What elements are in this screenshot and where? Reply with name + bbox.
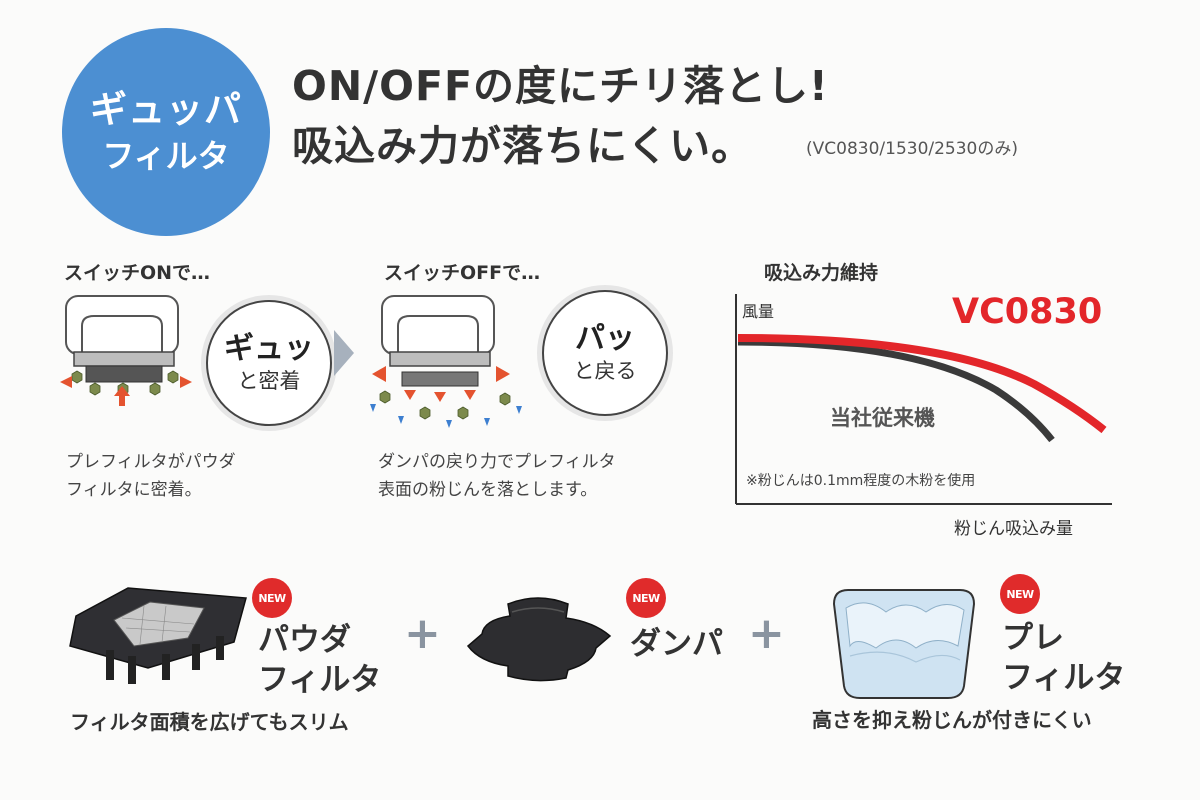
powder-filter-image — [69, 587, 247, 684]
step-on-desc: プレフィルタがパウダ フィルタに密着。 — [66, 448, 236, 504]
step-on-title: スイッチONで… — [64, 262, 211, 284]
powder-name-line2: フィルタ — [258, 662, 382, 698]
new-badge-damper: NEW — [626, 578, 666, 618]
prefilter-name-line2: フィルタ — [1002, 660, 1126, 696]
damper-image — [466, 597, 612, 682]
plus-sign-2: + — [748, 608, 785, 659]
curve-legacy — [737, 338, 1055, 443]
pa-text: パッ — [575, 321, 635, 356]
filter-off-illustration — [370, 295, 522, 428]
damper-name: ダンパ — [630, 626, 723, 662]
chart-note: ※粉じんは0.1mm程度の木粉を使用 — [746, 473, 976, 489]
series-vc0830-label: VC0830 — [952, 292, 1103, 332]
chevron-right-icon — [334, 330, 354, 376]
badge-line1: ギュッパ — [90, 88, 242, 131]
new-badge-prefilter: NEW — [1000, 574, 1040, 614]
filter-on-illustration — [60, 295, 192, 406]
pa-circle: パッ と戻る — [542, 290, 668, 416]
chart-ylabel: 風量 — [742, 302, 775, 321]
chart-xlabel: 粉じん吸込み量 — [954, 519, 1073, 539]
contact-text: と密着 — [237, 369, 301, 393]
prefilter-desc: 高さを抑え粉じんが付きにくい — [812, 708, 1092, 732]
curve-vc0830 — [737, 334, 1107, 434]
headline-line1: ON/OFFの度にチリ落とし! — [292, 62, 829, 110]
prefilter-name: プレ フィルタ — [1002, 618, 1125, 698]
suction-chart — [735, 294, 1112, 505]
powder-filter-name: パウダ フィルタ — [258, 620, 381, 700]
step-off-desc: ダンパの戻り力でプレフィルタ 表面の粉じんを落とします。 — [378, 448, 616, 504]
step-on-desc-line1: プレフィルタがパウダ — [66, 452, 236, 472]
gyuppa-filter-badge: ギュッパ フィルタ — [62, 28, 270, 236]
gyu-circle: ギュッ と密着 — [206, 300, 332, 426]
step-off-desc-line1: ダンパの戻り力でプレフィルタ — [378, 452, 616, 472]
gyu-text: ギュッ — [224, 331, 314, 366]
badge-line2: フィルタ — [102, 137, 230, 175]
chart-title: 吸込み力維持 — [764, 262, 879, 284]
models-note: (VC0830/1530/2530のみ) — [806, 139, 1019, 159]
new-badge-powder: NEW — [252, 578, 292, 618]
prefilter-image — [832, 589, 976, 699]
step-off-desc-line2: 表面の粉じんを落とします。 — [378, 480, 598, 500]
step-on-desc-line2: フィルタに密着。 — [66, 480, 202, 500]
headline-line2: 吸込み力が落ちにくい。 — [292, 122, 754, 170]
step-off-title: スイッチOFFで… — [384, 262, 541, 284]
powder-name-line1: パウダ — [258, 622, 351, 658]
powder-filter-desc: フィルタ面積を広げてもスリム — [70, 710, 349, 734]
series-legacy-label: 当社従来機 — [830, 406, 935, 430]
return-text: と戻る — [573, 359, 637, 383]
plus-sign-1: + — [404, 608, 441, 659]
prefilter-name-line1: プレ — [1002, 620, 1064, 656]
